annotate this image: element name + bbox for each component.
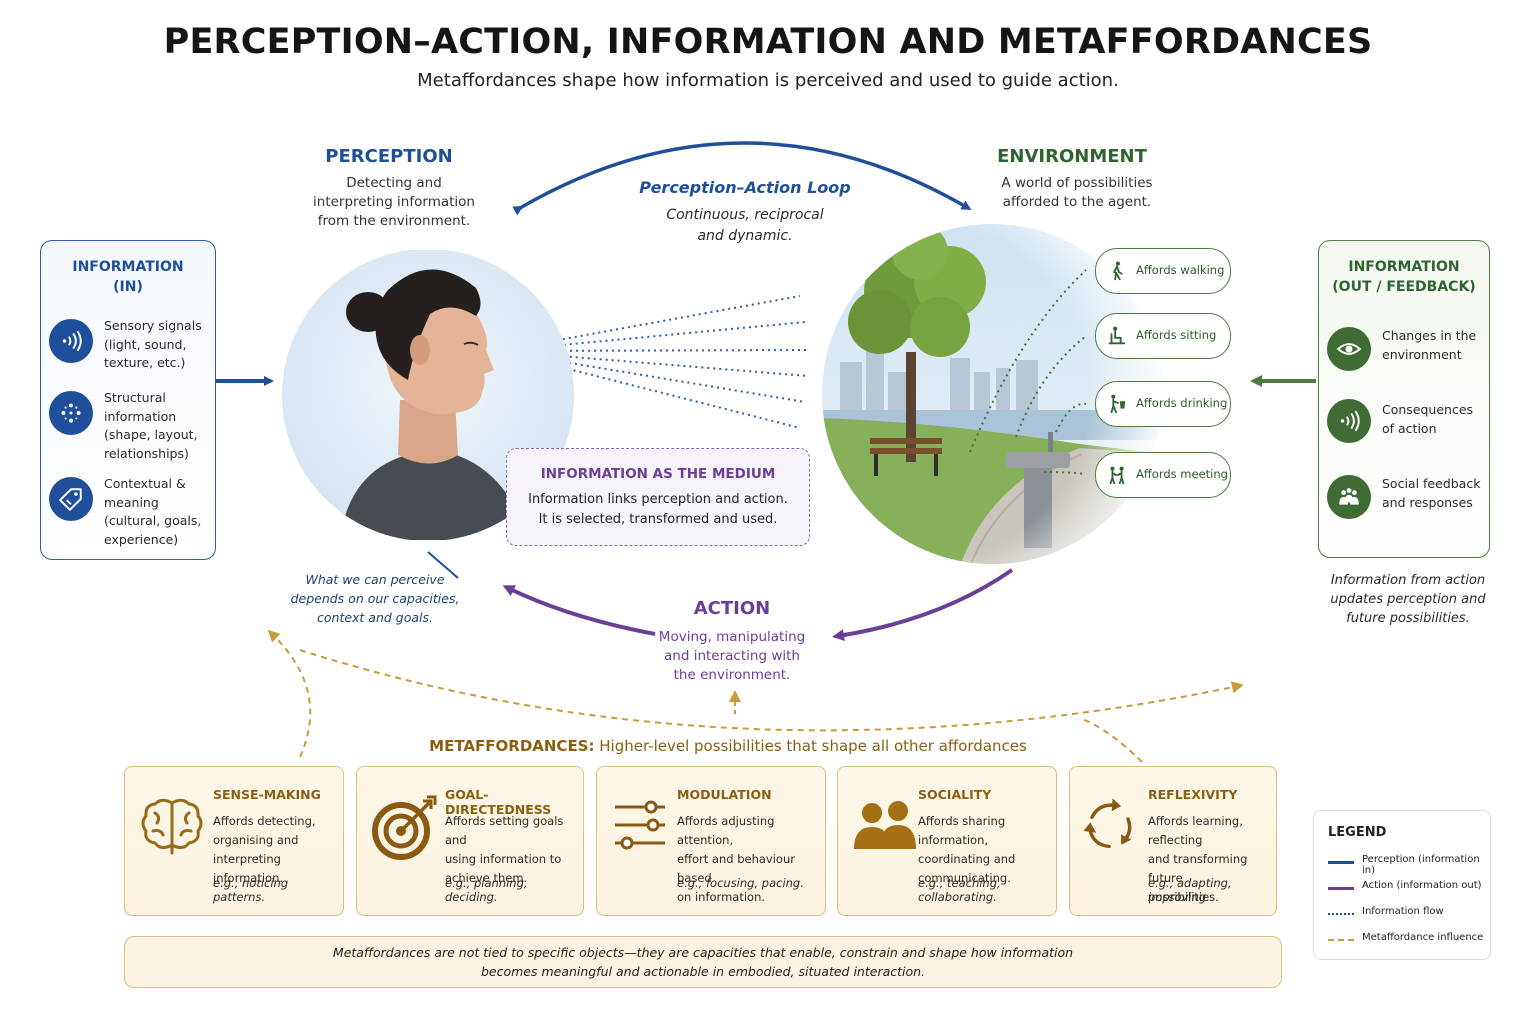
action-arrow-right: [832, 568, 1014, 641]
meta-card-example: e.g., adapting, improving.: [1148, 876, 1232, 904]
action-arrow-left: [502, 585, 656, 636]
meta-card-example: e.g., focusing, pacing.: [677, 876, 804, 890]
target-icon: [372, 795, 437, 860]
sliders-icon: [615, 800, 665, 850]
meta-card-modulation: MODULATION Affords adjusting attention, …: [596, 766, 826, 916]
structure-icon: [49, 391, 93, 435]
metaffordances-heading-bold: METAFFORDANCES:: [429, 737, 595, 755]
affordance-walking: Affords walking: [1095, 248, 1231, 294]
meta-card-sense-making: SENSE-MAKING Affords detecting, organisi…: [124, 766, 344, 916]
meta-card-example: e.g., noticing patterns.: [213, 876, 289, 904]
meta-influence-left: [267, 629, 312, 758]
info-in-text: Structural information (shape, layout, r…: [104, 390, 198, 461]
meta-card-title: MODULATION: [677, 787, 772, 802]
info-in-text: Contextual & meaning (cultural, goals, e…: [104, 476, 202, 547]
medium-text: Information links perception and action.…: [528, 492, 788, 527]
meta-card-text: Affords sharing information, coordinatin…: [918, 814, 1016, 885]
legend-item-info-flow: Information flow: [1328, 906, 1488, 922]
meta-card-example: e.g., planning, deciding.: [445, 876, 528, 904]
meeting-icon: [1109, 466, 1125, 485]
information-in-title: INFORMATION (IN): [72, 259, 184, 295]
meta-card-text: Affords detecting, organising and interp…: [213, 814, 316, 885]
group-icon: [1327, 475, 1371, 519]
walking-icon: [1113, 261, 1123, 281]
info-out-item-consequences: Consequences of action: [1327, 399, 1489, 471]
tag-icon: [49, 477, 93, 521]
meta-card-reflexivity: REFLEXIVITY Affords learning, reflecting…: [1069, 766, 1277, 916]
perception-note-pointer: [427, 551, 459, 579]
cycle-icon: [1083, 798, 1132, 849]
affordance-label: Affords walking: [1136, 263, 1225, 277]
perception-note: What we can perceive depends on our capa…: [290, 572, 460, 625]
meta-card-title: SENSE-MAKING: [213, 787, 321, 802]
meta-card-text: Affords setting goals and using informat…: [445, 814, 564, 885]
meta-card-title: REFLEXIVITY: [1148, 787, 1238, 802]
affordance-meeting: Affords meeting: [1095, 452, 1231, 498]
meta-influence-right: [1079, 717, 1143, 763]
metaffordances-note: Metaffordances are not tied to specific …: [124, 936, 1282, 988]
perception-text: Detecting and interpreting information f…: [313, 175, 475, 229]
action-heading: ACTION: [693, 598, 771, 619]
legend-item-metaffordance: Metaffordance influence: [1328, 932, 1488, 948]
loop-text: Continuous, reciprocal and dynamic.: [666, 207, 824, 244]
info-in-text: Sensory signals (light, sound, texture, …: [104, 318, 202, 370]
meta-card-title: GOAL-DIRECTEDNESS: [445, 787, 552, 817]
affordance-label: Affords meeting: [1136, 467, 1228, 481]
metaffordances-heading: METAFFORDANCES: Higher-level possibiliti…: [0, 737, 1456, 755]
info-in-item-sensory: Sensory signals (light, sound, texture, …: [49, 318, 211, 391]
page-subtitle: Metaffordances shape how information is …: [417, 70, 1119, 91]
information-in-panel: INFORMATION (IN) Sensory signals (light,…: [40, 240, 216, 560]
page-title: PERCEPTION–ACTION, INFORMATION AND METAF…: [163, 22, 1373, 62]
loop-heading: Perception–Action Loop: [639, 178, 851, 197]
loop-arrow-top: [512, 141, 972, 216]
perception-heading: PERCEPTION: [325, 146, 453, 167]
action-text: Moving, manipulating and interacting wit…: [658, 629, 806, 683]
legend: LEGEND Perception (information in) Actio…: [1313, 810, 1491, 960]
brain-icon: [141, 798, 203, 855]
signal-icon: [1327, 399, 1371, 443]
meta-card-sociality: SOCIALITY Affords sharing information, c…: [837, 766, 1057, 916]
affordance-sitting: Affords sitting: [1095, 313, 1231, 359]
metaffordances-heading-rest: Higher-level possibilities that shape al…: [594, 737, 1027, 755]
legend-swatch: [1328, 887, 1354, 890]
legend-item-perception: Perception (information in): [1328, 854, 1488, 876]
metaffordances-note-text: Metaffordances are not tied to specific …: [332, 945, 1074, 979]
affordance-label: Affords drinking: [1136, 396, 1228, 410]
environment-text: A world of possibilities afforded to the…: [1001, 175, 1153, 210]
info-out-text: Social feedback and responses: [1382, 476, 1481, 510]
legend-title: LEGEND: [1328, 825, 1387, 840]
information-out-panel: INFORMATION (OUT / FEEDBACK) Changes in …: [1318, 240, 1490, 558]
information-out-title: INFORMATION (OUT / FEEDBACK): [1332, 259, 1476, 295]
environment-heading: ENVIRONMENT: [997, 146, 1147, 167]
meta-card-goal-directedness: GOAL-DIRECTEDNESS Affords setting goals …: [356, 766, 584, 916]
person-profile-illustration: [282, 250, 574, 540]
medium-heading: INFORMATION AS THE MEDIUM: [540, 466, 776, 482]
meta-card-text: Affords adjusting attention, effort and …: [677, 814, 795, 904]
info-out-text: Consequences of action: [1382, 402, 1474, 436]
meta-card-title: SOCIALITY: [918, 787, 992, 802]
legend-swatch: [1328, 913, 1354, 915]
eye-icon: [1327, 327, 1371, 371]
info-in-item-contextual: Contextual & meaning (cultural, goals, e…: [49, 476, 211, 549]
meta-influence-arc: [299, 649, 1244, 732]
info-out-item-changes: Changes in the environment: [1327, 327, 1489, 399]
legend-swatch: [1328, 861, 1354, 864]
info-out-note: Information from action updates percepti…: [1330, 573, 1486, 626]
legend-item-action: Action (information out): [1328, 880, 1488, 896]
gaze-lines: [497, 295, 809, 429]
people-icon: [854, 801, 916, 849]
meta-card-example: e.g., teaching, collaborating.: [918, 876, 1001, 904]
sitting-icon: [1108, 326, 1126, 345]
drinking-icon: [1110, 394, 1126, 414]
legend-swatch: [1328, 939, 1354, 941]
affordance-drinking: Affords drinking: [1095, 381, 1231, 427]
signal-icon: [49, 319, 93, 363]
meta-card-text: Affords learning, reflecting and transfo…: [1148, 814, 1248, 904]
information-medium-box: INFORMATION AS THE MEDIUM Information li…: [506, 448, 810, 546]
info-in-item-structural: Structural information (shape, layout, r…: [49, 390, 211, 463]
info-out-item-social: Social feedback and responses: [1327, 475, 1489, 547]
affordance-label: Affords sitting: [1136, 328, 1217, 342]
info-out-text: Changes in the environment: [1382, 328, 1477, 362]
